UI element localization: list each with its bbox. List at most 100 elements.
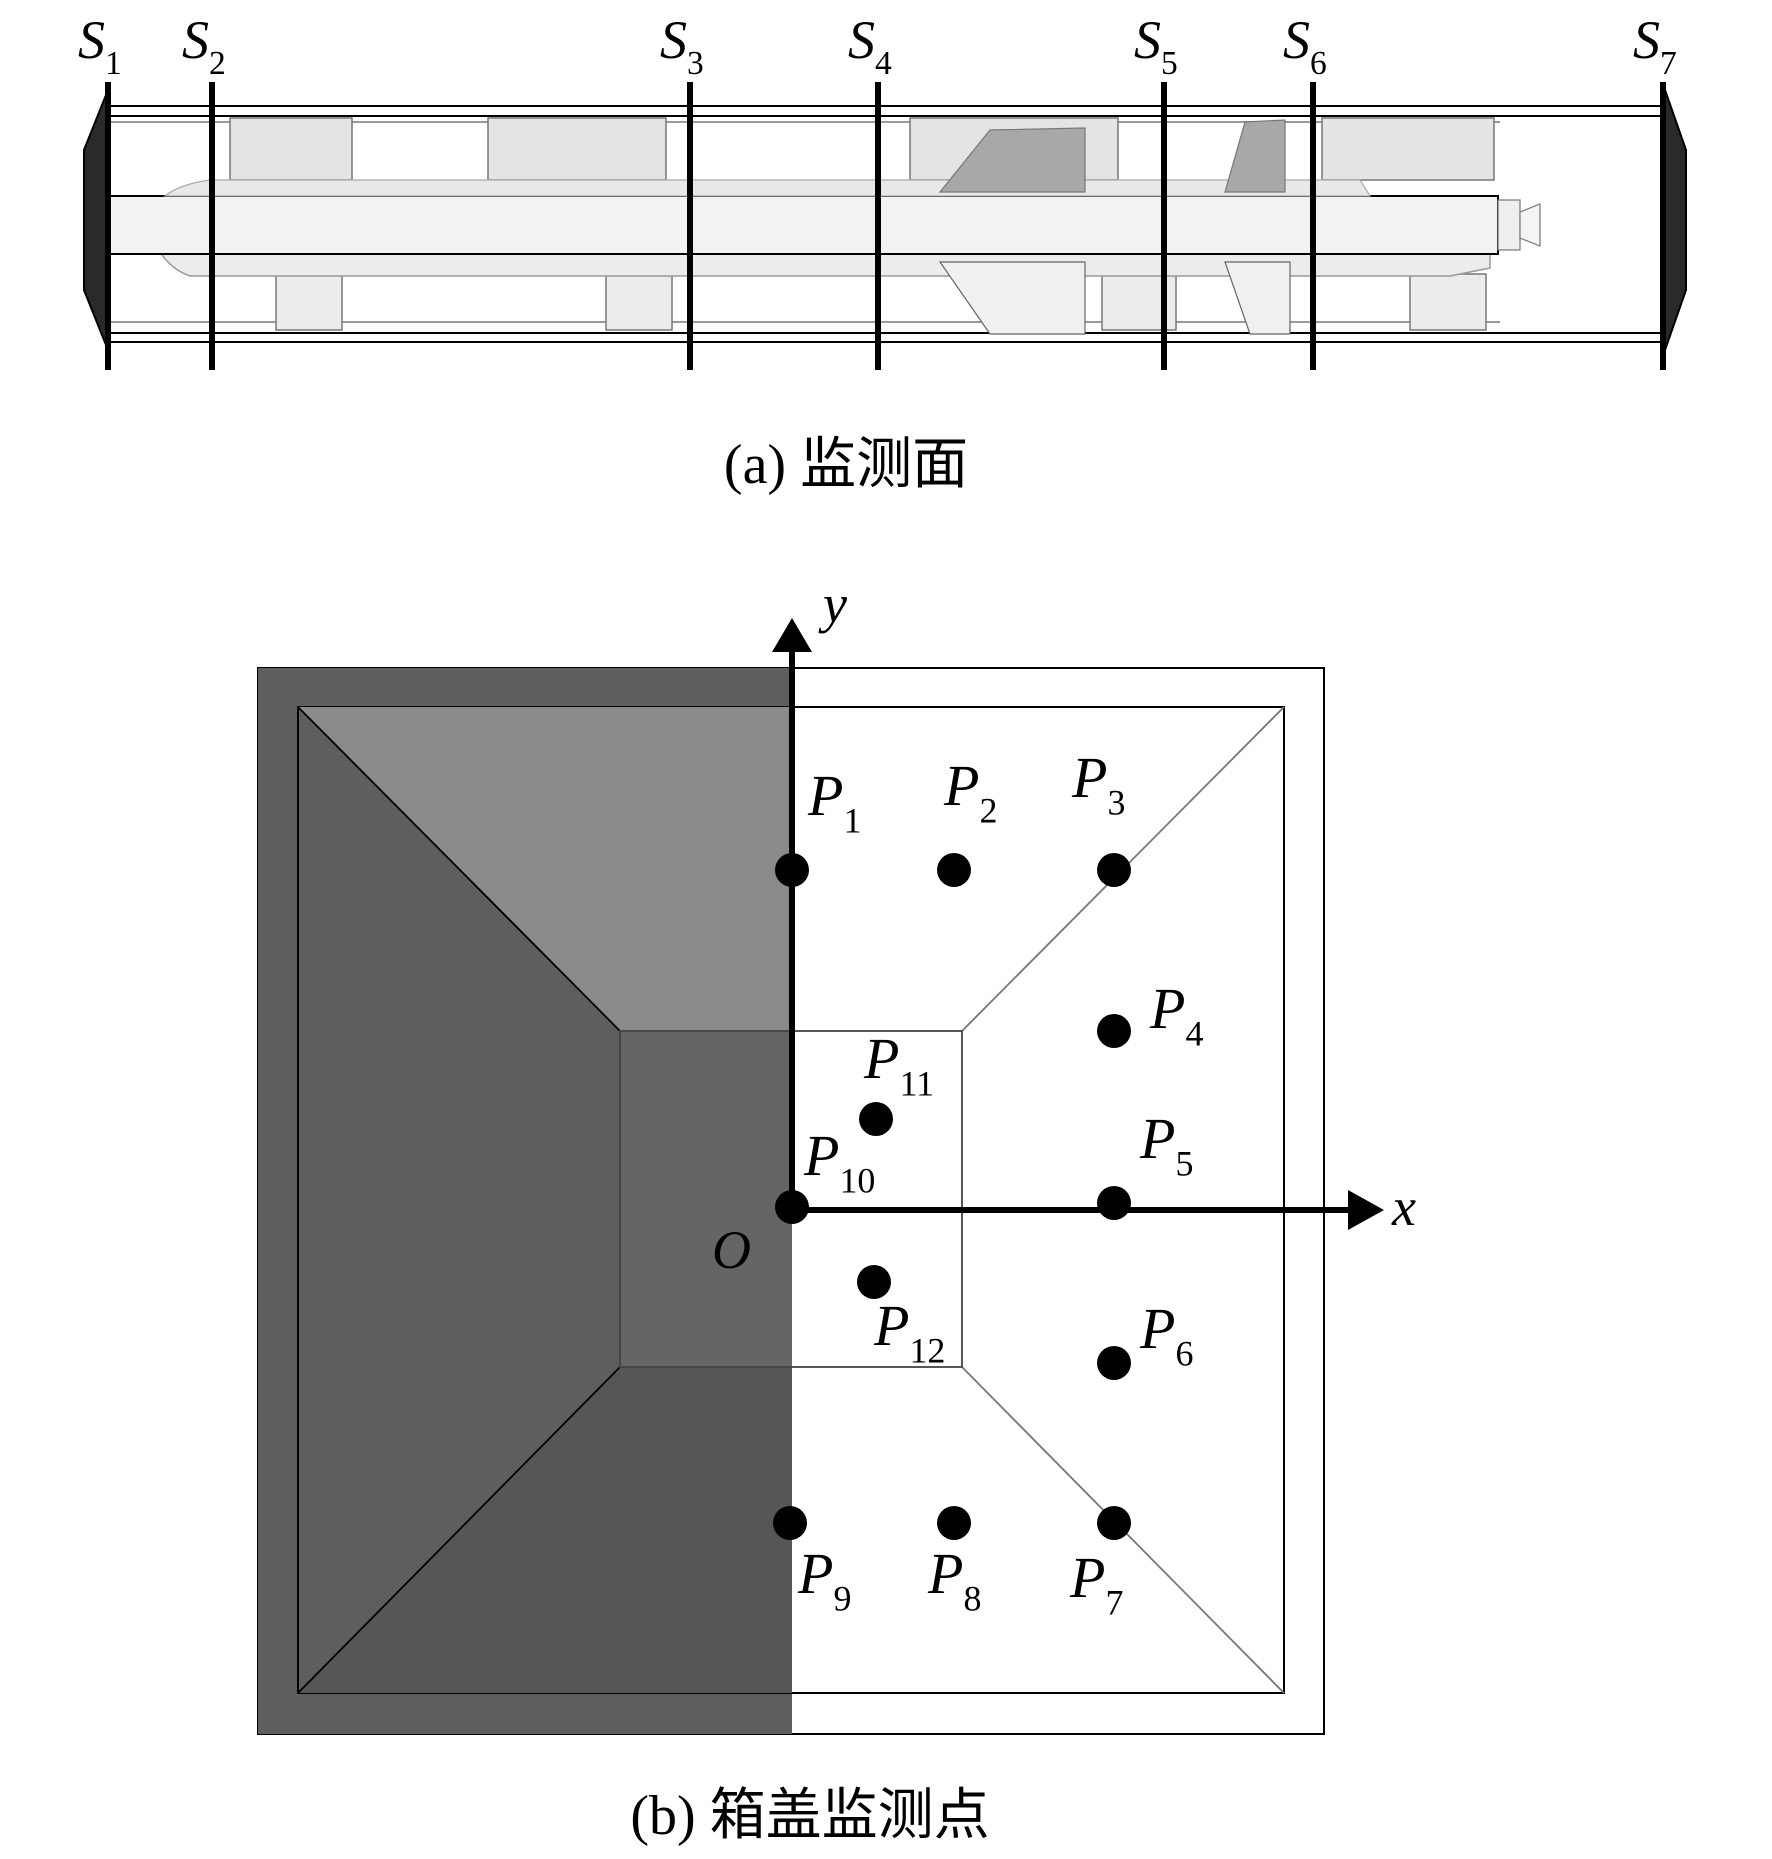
section-label-letter: S [1134,10,1161,70]
section-label-sub: 1 [105,45,122,82]
support-block [487,117,667,181]
point-label-letter: P [1149,976,1185,1041]
point-label-sub: 8 [963,1578,981,1618]
support-block [1409,273,1487,331]
point-label-letter: P [943,753,979,818]
section-label: S7 [1633,10,1677,82]
point-label-sub: 7 [1105,1582,1123,1622]
section-label: S4 [848,10,892,82]
point-label-sub: 1 [843,800,861,840]
point-label-letter: P [1139,1296,1175,1361]
point-label: P10 [803,1123,875,1200]
monitoring-point-1 [775,853,809,887]
x-axis-label: x [1391,1177,1416,1237]
section-label-sub: 3 [687,45,704,82]
right-end-cap [1664,89,1687,351]
monitoring-point-5 [1097,1186,1131,1220]
lid-face-bottom-left [298,1367,792,1693]
point-label-sub: 4 [1185,1013,1203,1053]
point-label-letter: P [1069,1545,1105,1610]
point-label-letter: P [873,1293,909,1358]
monitoring-point-12 [857,1265,891,1299]
section-label-letter: S [78,10,105,70]
monitoring-point-11 [859,1102,893,1136]
point-label-sub: 11 [899,1063,934,1103]
support-block [1321,117,1495,181]
point-label: P4 [1149,976,1203,1053]
section-label-sub: 6 [1310,45,1327,82]
bottom-supports [275,273,1487,331]
monitoring-point-3 [1097,853,1131,887]
point-label: P12 [873,1293,945,1370]
monitoring-point-9 [773,1506,807,1540]
support-block [605,273,673,331]
point-label: P9 [797,1541,851,1618]
support-block [229,117,353,181]
engine-block [1497,199,1521,251]
wing-top-1 [938,127,1086,193]
point-label-letter: P [797,1541,833,1606]
section-label: S6 [1283,10,1327,82]
monitoring-point-10 [775,1190,809,1224]
section-label-sub: 5 [1161,45,1178,82]
monitoring-point-8 [937,1506,971,1540]
support-block [275,273,343,331]
point-label-sub: 12 [909,1330,945,1370]
section-label: S2 [182,10,226,82]
monitoring-point-2 [937,853,971,887]
missile-core [107,195,1499,255]
lid-face-top-left [298,707,792,1031]
wing-bottom-1 [938,261,1086,335]
wing-bottom-2 [1224,261,1291,335]
point-label: P1 [807,763,861,840]
y-axis-arrow [772,618,812,652]
monitoring-point-4 [1097,1014,1131,1048]
point-label-sub: 3 [1107,782,1125,822]
section-label-letter: S [1633,10,1660,70]
diagonal-tl [297,706,621,1032]
monitoring-point-7 [1097,1506,1131,1540]
section-label-letter: S [182,10,209,70]
section-label-letter: S [848,10,875,70]
monitoring-point-6 [1097,1346,1131,1380]
point-label-letter: P [803,1123,839,1188]
wing-top-2 [1224,119,1286,193]
point-label: P8 [927,1541,981,1618]
section-label-letter: S [660,10,687,70]
point-label: P11 [863,1026,934,1103]
section-label: S5 [1134,10,1178,82]
section-label: S1 [78,10,122,82]
point-label: P5 [1139,1106,1193,1183]
axes [789,648,1352,1213]
point-label-letter: P [1139,1106,1175,1171]
panel-b-caption: (b) 箱盖监测点 [630,1785,989,1847]
section-label-sub: 7 [1660,45,1677,82]
lid-center-shaded [620,1031,792,1367]
section-label-sub: 4 [875,45,892,82]
origin-label: O [712,1220,751,1280]
point-label: P3 [1071,745,1125,822]
point-label-sub: 2 [979,790,997,830]
point-label-sub: 5 [1175,1143,1193,1183]
x-axis-arrow [1348,1190,1384,1230]
top-supports [229,117,1495,181]
left-end-cap [83,89,109,351]
point-label-sub: 6 [1175,1333,1193,1373]
point-label-letter: P [927,1541,963,1606]
point-label-letter: P [863,1026,899,1091]
point-label-sub: 10 [839,1160,875,1200]
engine-nozzle [1519,203,1541,247]
point-label: P6 [1139,1296,1193,1373]
point-label: P2 [943,753,997,830]
missile-nose [163,179,1372,197]
point-label: P7 [1069,1545,1123,1622]
point-label-letter: P [1071,745,1107,810]
section-label-letter: S [1283,10,1310,70]
point-label-letter: P [807,763,843,828]
y-axis-label: y [818,574,847,634]
diagonal-bl [297,1366,621,1694]
section-label: S3 [660,10,704,82]
